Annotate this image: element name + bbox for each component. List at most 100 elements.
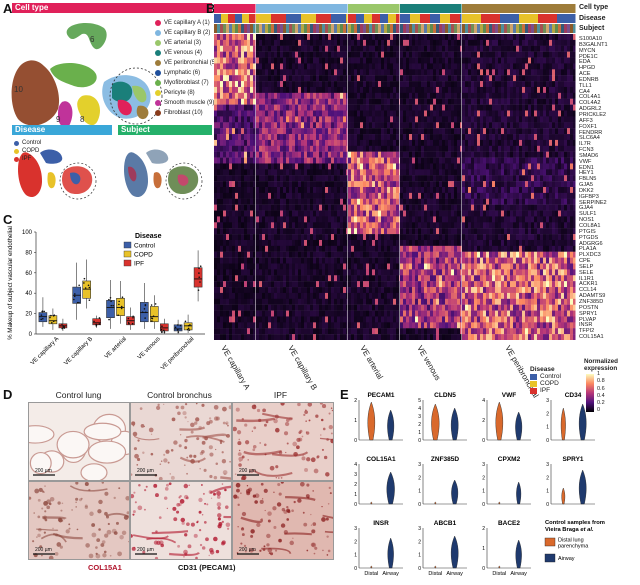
heatmap-cell [262,45,265,52]
heatmap-cell [310,116,313,123]
heatmap-cell [262,110,265,117]
heatmap-cell [217,86,220,94]
heatmap-cell [451,81,454,88]
heatmap-cell [331,110,334,117]
heatmap-cell [348,316,351,323]
heatmap-cell [427,63,430,70]
heatmap-cell [325,175,328,182]
heatmap-cell [232,75,235,82]
legend-dot [155,30,161,36]
heatmap-cell [424,51,427,58]
heatmap-cell [298,98,301,105]
heatmap-cell [331,175,334,182]
heatmap-cell [307,116,310,123]
heatmap-cell [396,128,399,135]
heatmap-cell [513,34,516,41]
heatmap-cell [360,34,363,41]
heatmap-cell [378,122,381,129]
heatmap-cell [366,187,369,194]
heatmap-cell [409,81,412,88]
heatmap-cell [424,175,427,182]
heatmap-cell [558,92,561,99]
heatmap-cell [457,122,460,129]
heatmap-cell [430,163,433,170]
heatmap-cell [247,287,250,294]
heatmap-cell [448,322,451,329]
heatmap-cell [360,310,363,317]
heatmap-cell [415,204,418,211]
heatmap-cell [561,69,564,76]
heatmap-cell [400,157,403,164]
heatmap-cell [465,57,468,64]
heatmap-cell [504,63,507,70]
heatmap-subject-band [403,24,406,33]
heatmap-cell [427,98,430,105]
heatmap-cell [451,128,454,135]
heatmap-cell [546,57,549,64]
heatmap-cell [313,287,316,294]
heatmap-cell [241,228,244,235]
heatmap-cell [337,210,340,217]
heatmap-cell [415,116,418,123]
heatmap-cell [445,145,448,152]
heatmap-cell [334,139,337,147]
heatmap-cell [378,92,381,99]
heatmap-cell [238,287,241,294]
heatmap-cell [286,139,289,147]
heatmap-cell [457,104,460,111]
heatmap-cell [393,98,396,105]
heatmap-cell [229,169,232,176]
heatmap-cell [325,122,328,129]
cell-type-legend-item: VE capillary A (1) [155,20,210,26]
heatmap-cell [250,51,253,58]
heatmap-cell [313,39,316,46]
heatmap-cell [445,98,448,105]
heatmap-cell [409,69,412,76]
heatmap-cell [292,287,295,294]
heatmap-cell [301,322,304,329]
heatmap-cell [250,34,253,41]
heatmap-cell [537,75,540,82]
heatmap-cell [310,51,313,58]
heatmap-cell [462,51,465,58]
heatmap-cell [555,63,558,70]
heatmap-cell [325,245,328,252]
heatmap-subject-band [477,24,480,33]
heatmap-cell [390,81,393,88]
heatmap-cell [322,222,325,229]
heatmap-cell [238,181,241,188]
heatmap-cell [337,69,340,76]
heatmap-cell [241,175,244,182]
heatmap-cell [519,34,522,41]
heatmap-cell [262,239,265,247]
heatmap-cell [424,63,427,70]
heatmap-cell [492,63,495,70]
legend-dot [155,70,161,76]
heatmap-cell [277,251,280,258]
heatmap-cell [304,245,307,252]
heatmap-cell [390,122,393,129]
heatmap-cell [343,57,346,64]
heatmap-cell [229,322,232,329]
heatmap-disease-band [400,14,410,23]
heatmap-cell [319,216,322,223]
heatmap-cell [265,104,268,111]
heatmap-cell [436,316,439,323]
heatmap-cell [468,57,471,64]
heatmap-cell [235,116,238,123]
heatmap-cell [375,228,378,235]
heatmap-cell [289,175,292,182]
heatmap-cell [265,228,268,235]
heatmap-subject-band [543,24,546,33]
heatmap-cell [480,69,483,76]
heatmap-cell [396,157,399,164]
heatmap-cell [540,75,543,82]
heatmap-cell [331,139,334,147]
heatmap-cell [351,287,354,294]
heatmap-cell [406,116,409,123]
heatmap-cell [510,92,513,99]
heatmap-cell [381,316,384,323]
heatmap-cell [363,269,366,276]
heatmap-cell [232,316,235,323]
heatmap-cell [564,39,567,46]
